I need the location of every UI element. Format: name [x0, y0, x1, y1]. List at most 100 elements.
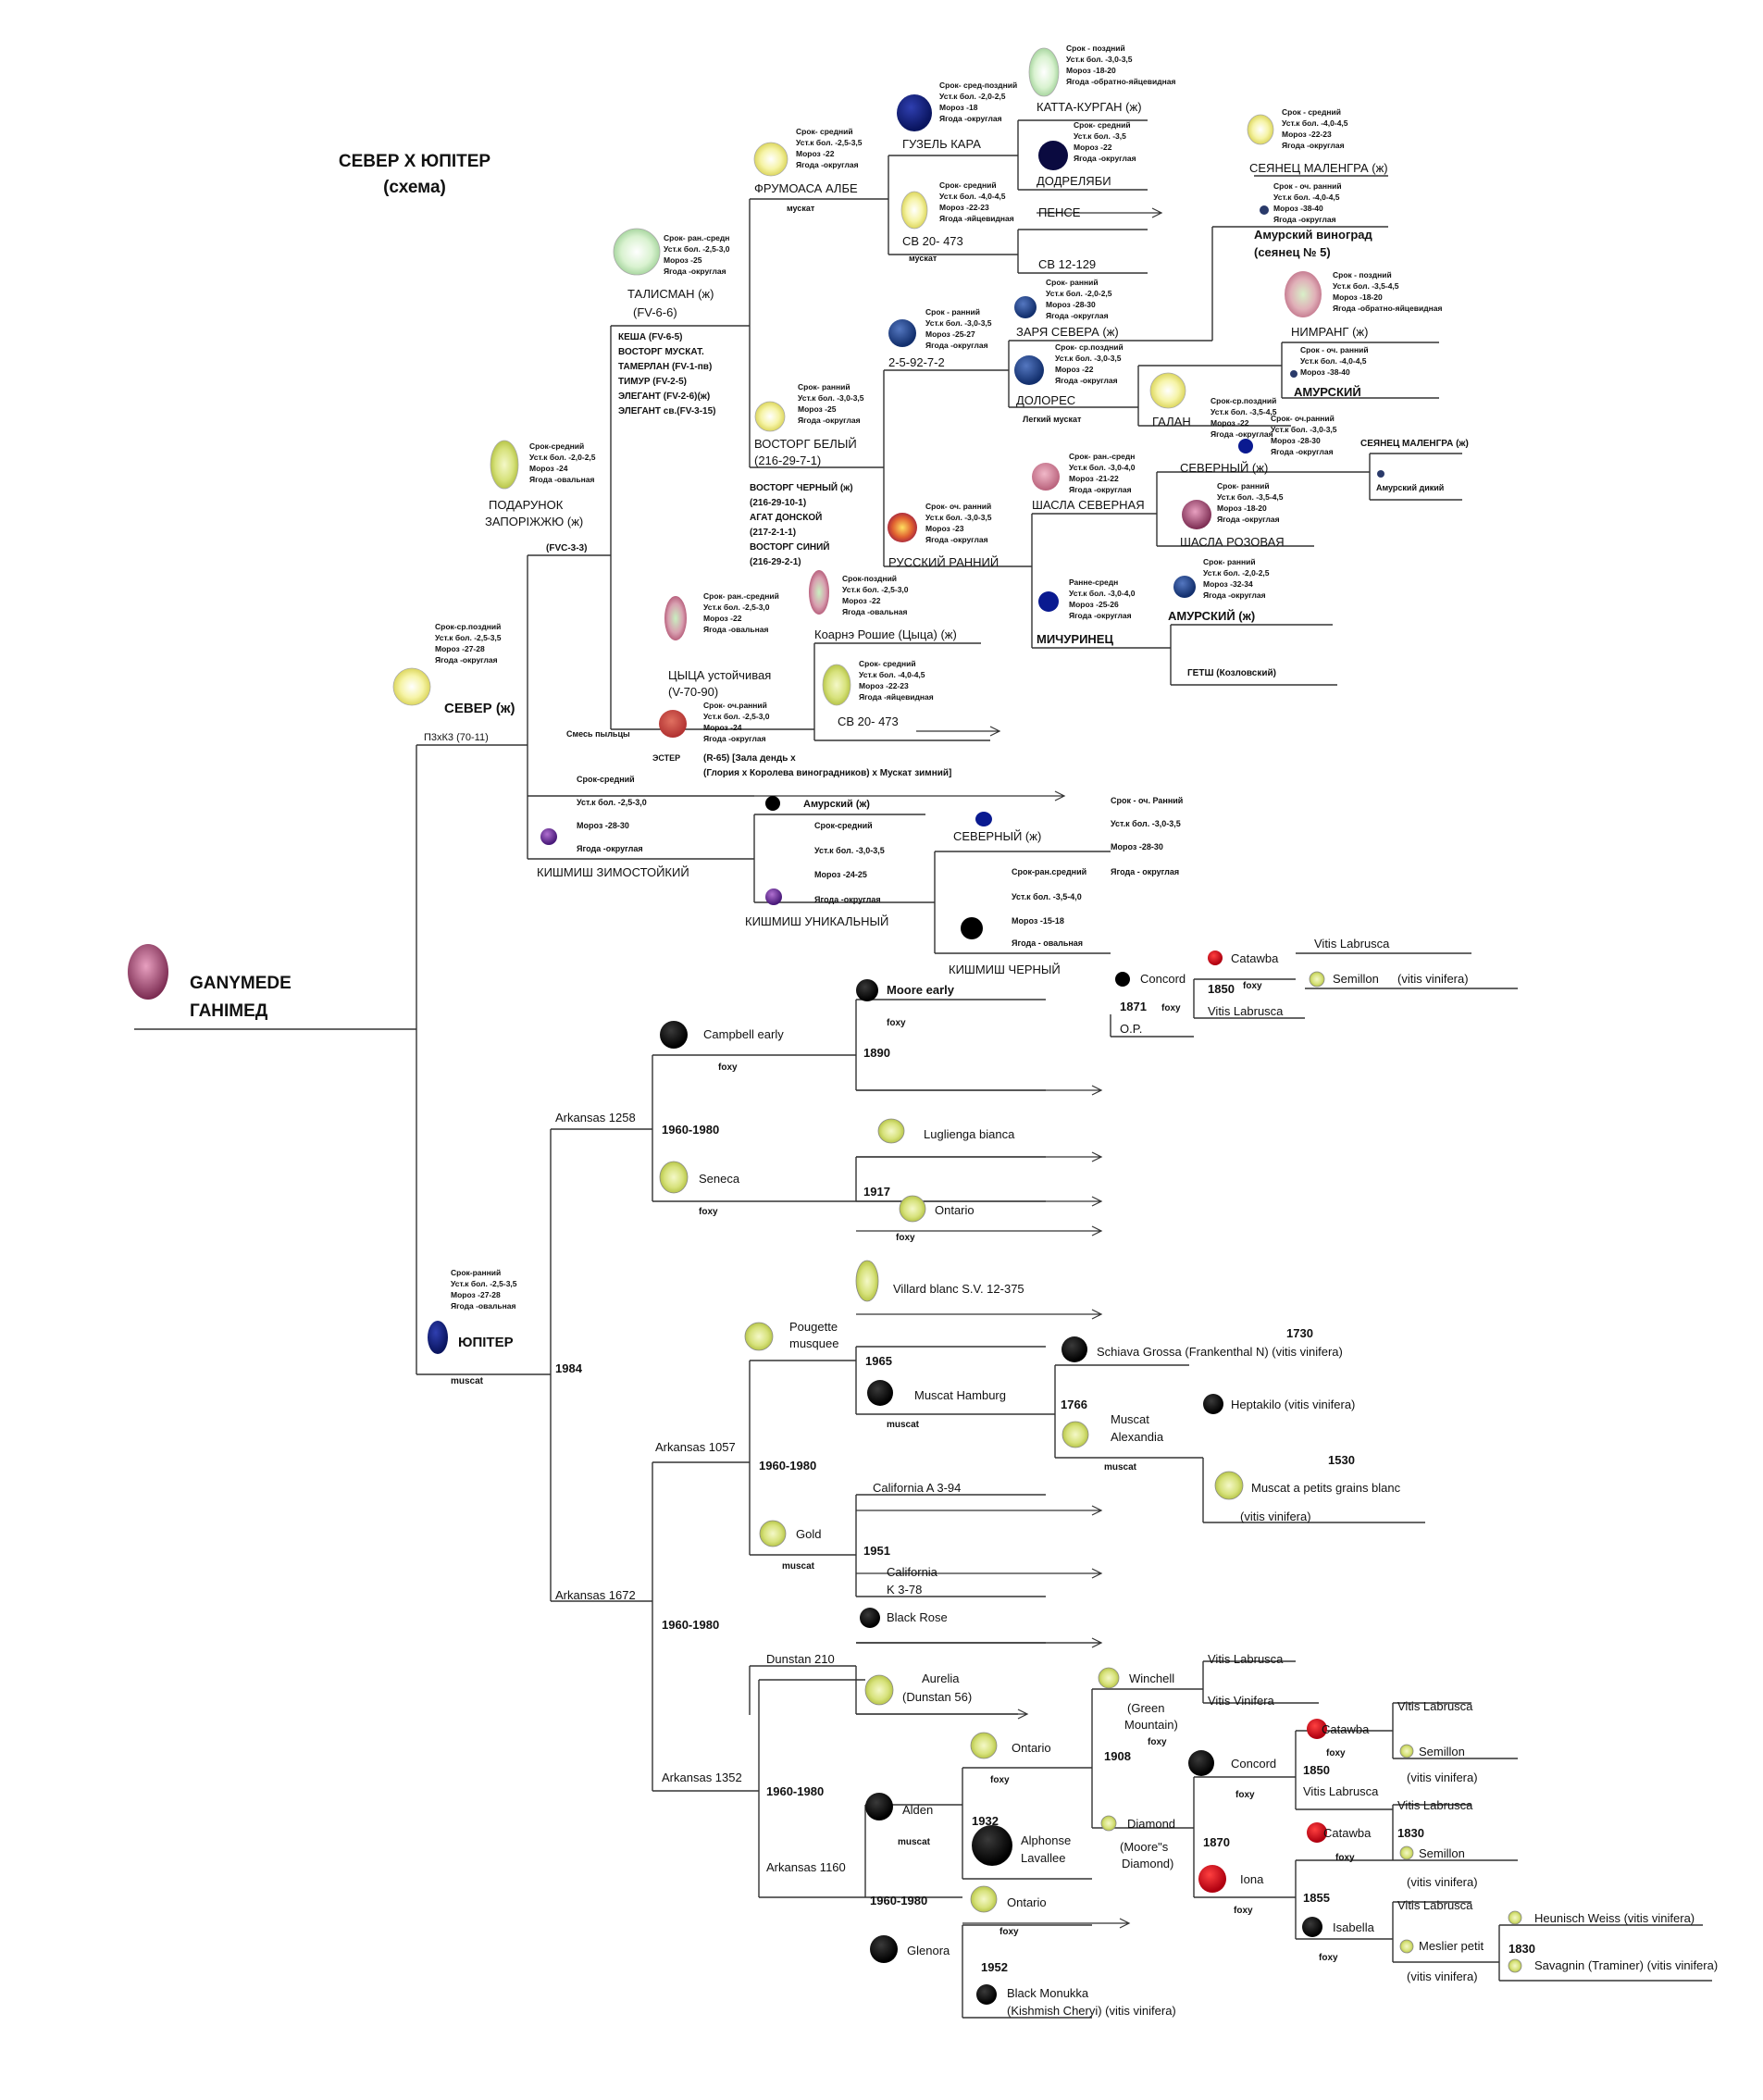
heptakilo-label: Heptakilo (vitis vinifera) — [1231, 1398, 1355, 1411]
frumoasa-info-line: Уст.к бол. -2,5-3,5 — [796, 138, 863, 147]
kishmish-ch-info-line: Мороз -15-18 — [1012, 916, 1064, 926]
muscat-hamburg-label: Muscat Hamburg — [914, 1388, 1006, 1402]
catawba-label-3: Catawba — [1323, 1826, 1372, 1840]
tsytsa-code-label: (V-70-90) — [668, 685, 718, 699]
tsytsa-info-line: Мороз -22 — [703, 614, 742, 623]
russkiy-info-line: Уст.к бол. -3,0-3,5 — [925, 513, 992, 522]
kishmish-zim-info-line: Срок-средний — [577, 775, 635, 784]
dolores-info-line: Срок- ср.поздний — [1055, 342, 1124, 352]
catawba2-foxy-label: foxy — [1326, 1748, 1346, 1758]
kishmish-ch-info-line: Срок-ран.средний — [1012, 867, 1086, 876]
sever-berry-icon — [392, 667, 431, 706]
shasla-sev-info-line: Мороз -21-22 — [1069, 474, 1119, 483]
frumoasa-info-line: Мороз -22 — [796, 149, 835, 158]
shasla-roz-label: ШАСЛА РОЗОВАЯ — [1180, 535, 1285, 549]
sv20b-info-line: Срок- средний — [859, 659, 916, 668]
vostorg-bely-info-line: Ягода -округлая — [798, 416, 861, 425]
y1960e-label: 1960-1980 — [870, 1894, 927, 1907]
dolores-label: ДОЛОРЕС — [1016, 393, 1075, 407]
california2b-label: K 3-78 — [887, 1583, 922, 1597]
dolores-info-line: Мороз -22 — [1055, 365, 1094, 374]
kishmish-ch-label: КИШМИШ ЧЕРНЫЙ — [949, 963, 1061, 976]
hamburg-muscat-label: muscat — [887, 1420, 920, 1430]
moores-diamond-line: Diamond) — [1122, 1857, 1173, 1870]
amur-grape-info-line: Ягода -округлая — [1273, 215, 1336, 224]
arkansas1057-label: Arkansas 1057 — [655, 1440, 736, 1454]
koarne-info-line: Уст.к бол. -2,5-3,0 — [842, 585, 909, 594]
guzel-label: ГУЗЕЛЬ КАРА — [902, 137, 981, 151]
y1850-label-2: 1850 — [1303, 1763, 1330, 1777]
semillon2-vinifera-label: (vitis vinifera) — [1407, 1771, 1478, 1784]
ester-label: ЭСТЕР — [652, 753, 680, 763]
shasla-roz-info-line: Ягода -округлая — [1217, 515, 1280, 524]
ontario2-berry-icon — [970, 1732, 998, 1759]
amur-grape-2-label: (сеянец № 5) — [1254, 245, 1331, 259]
y1871-label: 1871 — [1120, 1000, 1147, 1013]
sever-info-line: Уст.к бол. -2,5-3,5 — [435, 633, 502, 642]
dodrelyabi-info-line: Мороз -22 — [1074, 143, 1112, 152]
yupiter-info-line: Срок-ранний — [451, 1268, 501, 1277]
ontario1-berry-icon — [899, 1195, 926, 1223]
alphonse2-label: Lavallee — [1021, 1851, 1065, 1865]
r65-label: (R-65) [Зала дендь х — [703, 753, 796, 764]
shasla-sev-berry-icon — [1032, 463, 1060, 491]
getsh-label: ГЕТШ (Козловский) — [1187, 668, 1276, 678]
nimrang-info-line: Мороз -18-20 — [1333, 292, 1383, 302]
michurinets-info-line: Мороз -25-26 — [1069, 600, 1119, 609]
r65b-label: (Глория х Королева виноградников) х Муск… — [703, 768, 951, 778]
guzel-info-line: Срок- сред-поздний — [939, 81, 1017, 90]
y1965-label: 1965 — [865, 1354, 892, 1368]
amurskiy-info-line: Срок - оч. ранний — [1300, 345, 1369, 354]
nimrang-info-line: Срок - поздний — [1333, 270, 1392, 280]
guzel-info-line: Уст.к бол. -2,0-2,5 — [939, 92, 1006, 101]
schiava-berry-icon — [1062, 1336, 1087, 1362]
nimrang-info-line: Уст.к бол. -3,5-4,5 — [1333, 281, 1399, 291]
amurskiy3-berry-icon — [765, 796, 780, 811]
pougette1-label: Pougette — [789, 1320, 838, 1334]
amur-grape-1-label: Амурский виноград — [1254, 228, 1373, 242]
sv20-info-line: Ягода -яйцевидная — [939, 214, 1014, 223]
frumoasa-info-line: Ягода -округлая — [796, 160, 859, 169]
amurskiy-label: АМУРСКИЙ — [1294, 385, 1361, 399]
campbell-berry-icon — [660, 1021, 688, 1049]
catawba-label: Catawba — [1231, 951, 1279, 965]
sever-info-line: Срок-ср.поздний — [435, 622, 501, 631]
semillon-label: Semillon — [1333, 972, 1379, 986]
podarunok-label: ПОДАРУНОК — [489, 498, 564, 512]
fvc-label: (FVC-3-3) — [546, 543, 587, 553]
katta-info-line: Уст.к бол. -3,0-3,5 — [1066, 55, 1133, 64]
kesha-list-line: ТИМУР (FV-2-5) — [618, 377, 687, 387]
amur-dikiy-label: Амурский дикий — [1376, 483, 1444, 492]
legkiy-label: Легкий мускат — [1023, 415, 1082, 424]
code-2592-info-line: Срок - ранний — [925, 307, 980, 317]
alex-muscat-label: muscat — [1104, 1462, 1137, 1472]
moore-label: Moore early — [887, 983, 955, 997]
galan-berry-icon — [1149, 372, 1186, 409]
seyanets-info-line: Мороз -22-23 — [1282, 130, 1332, 139]
amurskiy-berry-icon — [1290, 370, 1297, 378]
moores-diamond-line: (Moore"s — [1120, 1840, 1169, 1854]
galan-info2-line: Срок- оч.ранний — [1271, 414, 1335, 423]
heunisch-label: Heunisch Weiss (vitis vinifera) — [1534, 1911, 1695, 1925]
shasla-sev-info-line: Ягода -округлая — [1069, 485, 1132, 494]
nimrang-info-line: Ягода -обратно-яйцевидная — [1333, 304, 1442, 313]
kesha-list-line: КЕША (FV-6-5) — [618, 332, 683, 342]
pougette2-label: musquee — [789, 1336, 838, 1350]
vostorg-cherny-line: ВОСТОРГ СИНИЙ — [750, 541, 829, 553]
katta-info-line: Мороз -18-20 — [1066, 66, 1116, 75]
kishmish-zim-berry-icon — [540, 828, 557, 845]
california1-label: California A 3-94 — [873, 1481, 961, 1495]
talisman-info-line: Ягода -округлая — [664, 267, 726, 276]
kishmish-un-info-line: Ягода -округлая — [814, 895, 881, 904]
ester-info-line: Уст.к бол. -2,5-3,0 — [703, 712, 770, 721]
arkansas1672-label: Arkansas 1672 — [555, 1588, 636, 1602]
muscat-alex-berry-icon — [1062, 1421, 1089, 1448]
y1870-label: 1870 — [1203, 1835, 1230, 1849]
guzel-info-line: Мороз -18 — [939, 103, 978, 112]
iona-foxy-label: foxy — [1234, 1906, 1253, 1916]
y1952-label: 1952 — [981, 1960, 1008, 1974]
koarne-info-line: Ягода -овальная — [842, 607, 907, 616]
semillon2-berry-icon — [1399, 1744, 1414, 1758]
guzel-berry-icon — [897, 94, 932, 131]
kishmish-zim-info-line: Уст.к бол. -2,5-3,0 — [577, 798, 647, 807]
